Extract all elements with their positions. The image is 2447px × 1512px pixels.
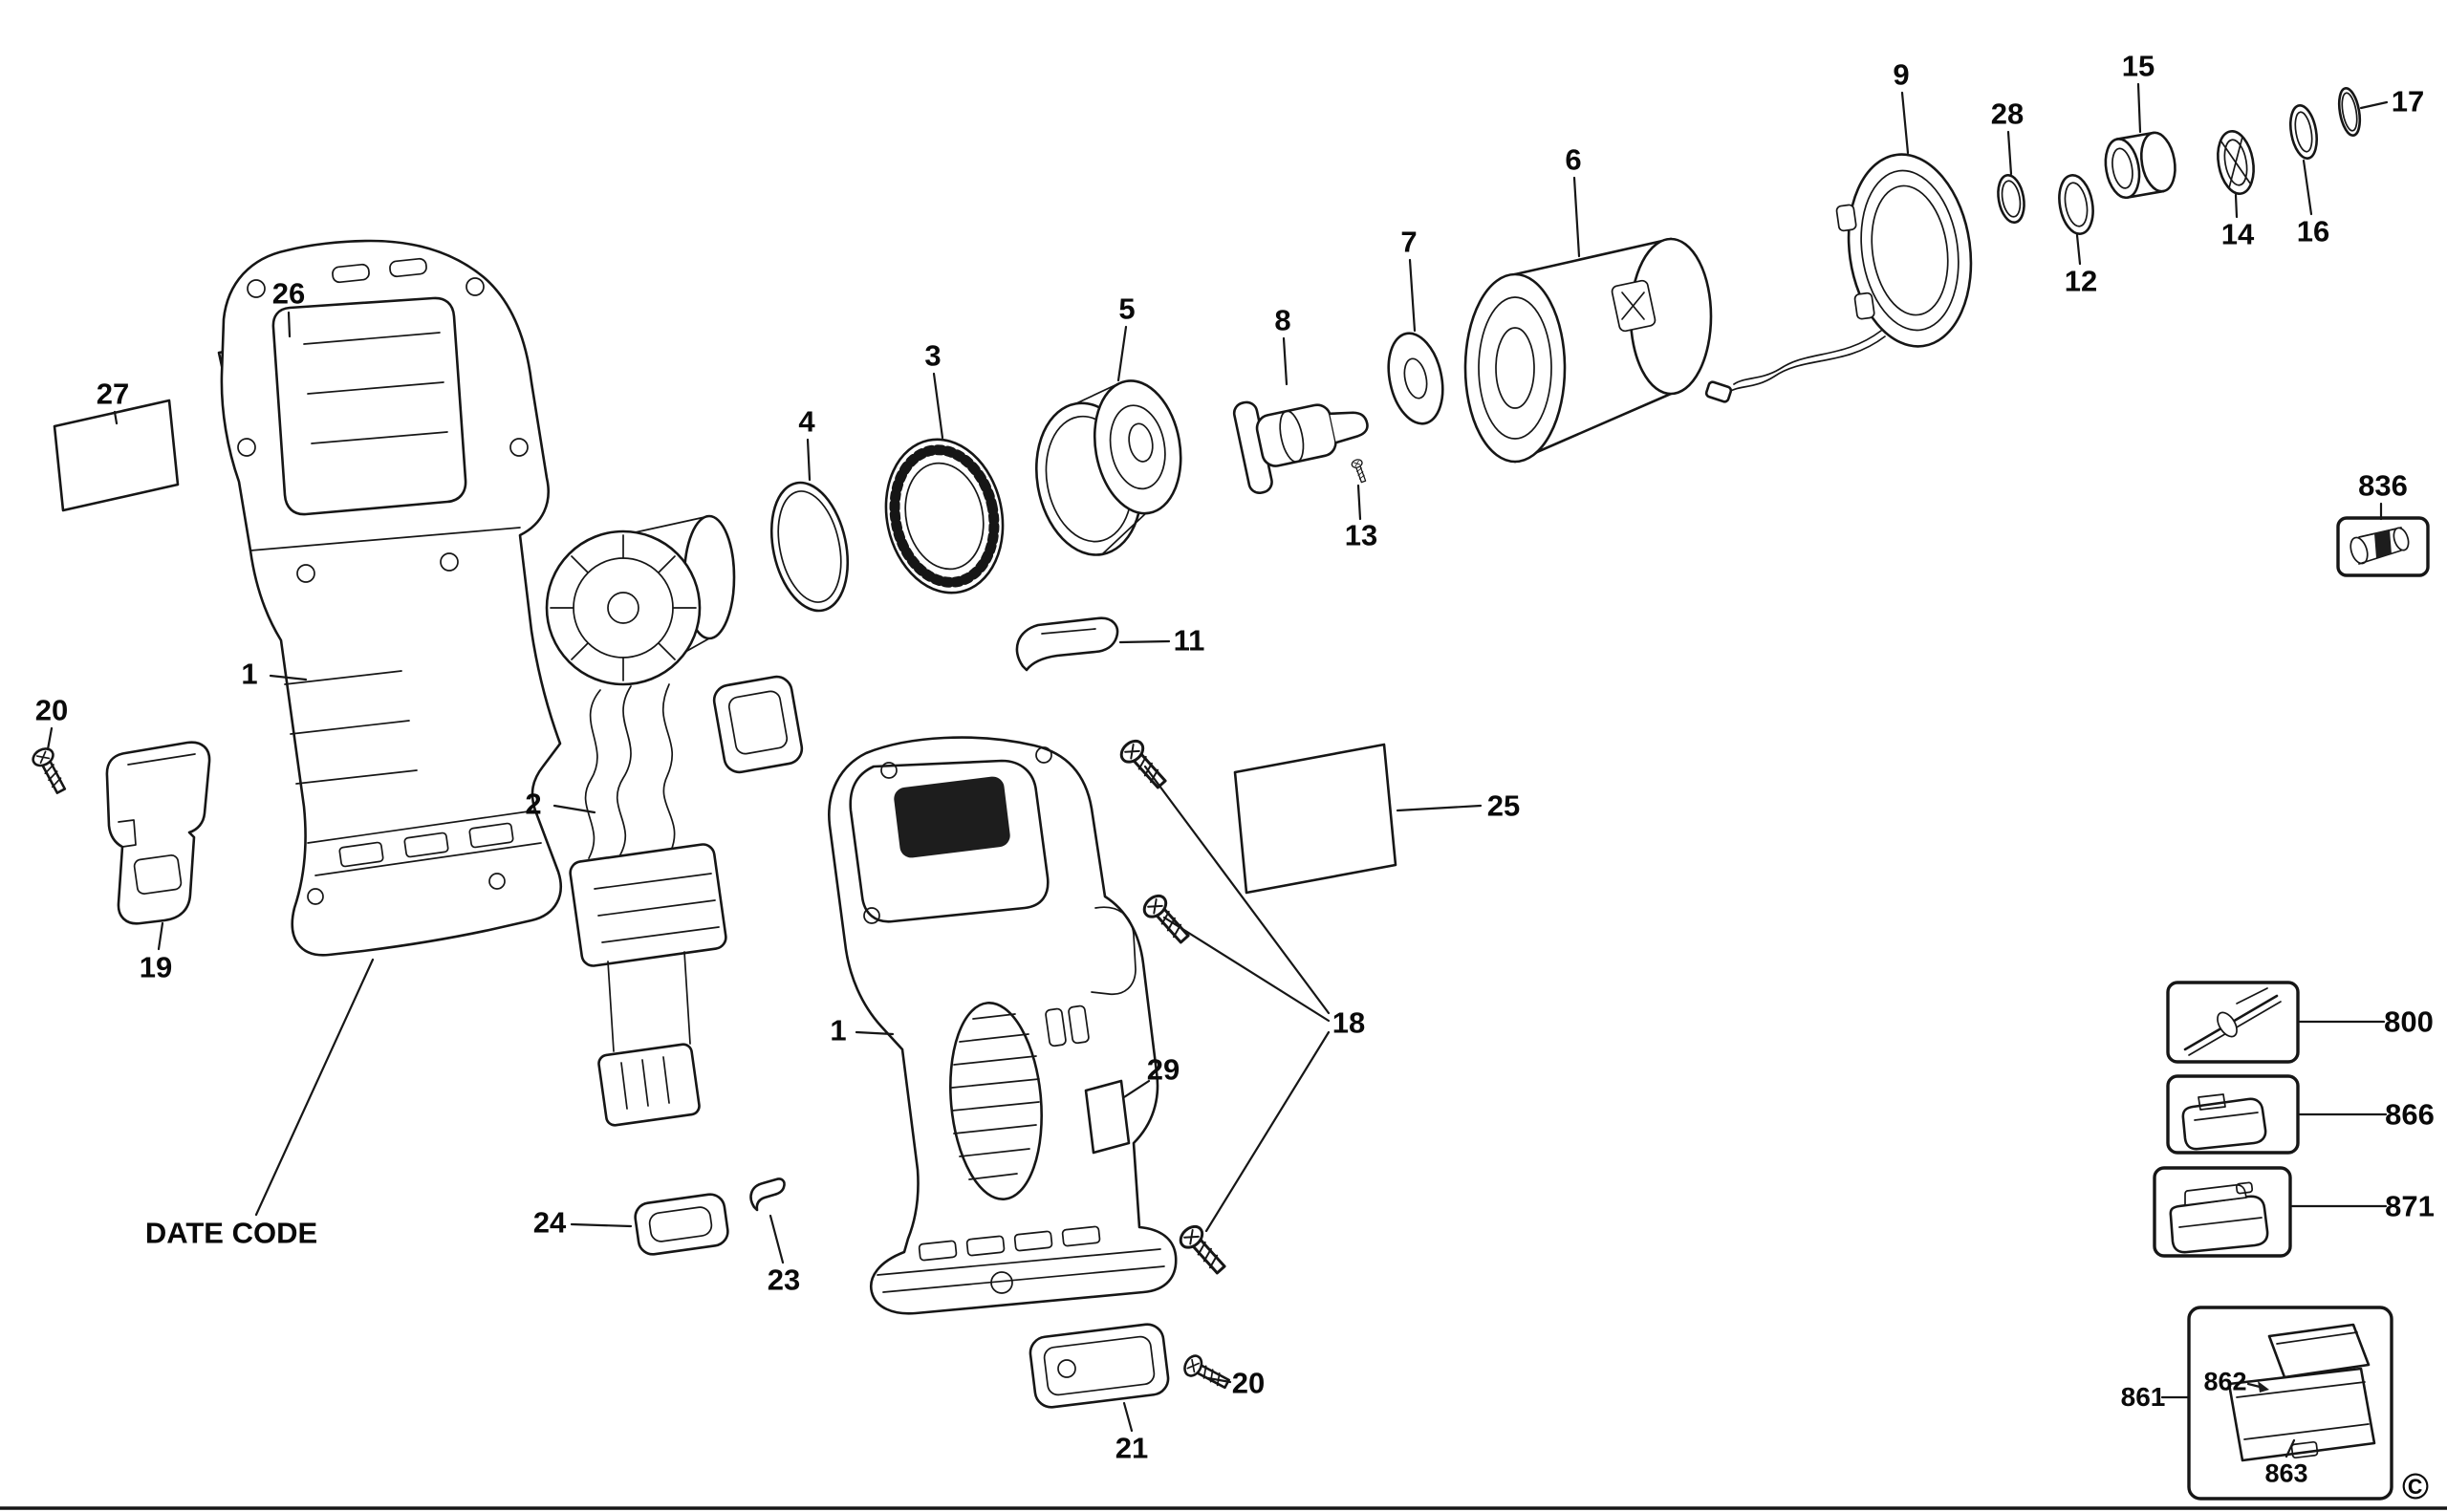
part-8-anvil [1232,400,1369,495]
part-15-collar [2104,131,2176,200]
part-16-ring [2289,104,2318,160]
leader-lines [46,82,2389,1458]
callout-800: 800 [2384,1004,2434,1039]
part-7-washer [1387,332,1444,425]
callout-2: 2 [525,787,542,821]
callout-25: 25 [1486,788,1521,823]
copyright-symbol: © [2402,1467,2429,1507]
accessory-800-box [2166,981,2300,1064]
callout-16: 16 [2296,214,2330,248]
callout-18: 18 [1332,1005,1366,1040]
part-3-ring-gear [884,438,1005,594]
callout-9: 9 [1893,57,1910,92]
callout-871: 871 [2385,1189,2435,1223]
part-1-left-housing [220,239,562,957]
callout-14: 14 [2220,217,2255,251]
part-28-o-ring [1997,173,2025,225]
callout-20-right: 20 [1231,1366,1266,1400]
callout-5: 5 [1118,292,1136,326]
callout-6: 6 [1565,142,1582,177]
callout-1-right: 1 [830,1013,847,1048]
part-24-button [634,1193,729,1256]
part-9-light-ring [1704,153,1973,403]
part-2-motor-assembly [545,514,804,1127]
part-1-right-housing [828,736,1178,1315]
callout-8: 8 [1274,303,1291,337]
callout-12: 12 [2064,264,2098,298]
part-836-kit [2336,516,2430,577]
callout-4: 4 [798,404,815,439]
callout-7: 7 [1400,225,1418,259]
callout-1-left: 1 [241,657,258,691]
callout-26: 26 [271,276,306,311]
callout-20-left: 20 [34,693,69,727]
date-code-label: DATE CODE [144,1216,318,1250]
callout-27: 27 [96,377,130,411]
callout-866: 866 [2385,1097,2435,1132]
callout-19: 19 [139,950,173,984]
callout-13: 13 [1344,518,1378,552]
part-19-belt-hook [105,741,211,925]
part-11-clip [1015,616,1119,672]
part-17-ring [2337,87,2362,137]
part-23-clip [749,1177,786,1212]
callout-863: 863 [2264,1458,2308,1488]
part-12-ring [2058,174,2094,235]
part-27-sticker [53,399,180,512]
part-14-ring [2217,130,2255,195]
part-4-o-ring [769,481,850,613]
part-29-sticker [1084,1079,1131,1155]
part-6-gear-case [1463,237,1713,464]
part-5-clutch-assembly [1034,379,1182,556]
accessory-871-box [2153,1166,2292,1258]
accessory-866-box [2166,1074,2300,1155]
callout-15: 15 [2121,49,2155,83]
accessory-861-kitbox [2187,1306,2393,1501]
callout-17: 17 [2391,84,2425,119]
part-21-mount-plate [1029,1323,1170,1409]
callout-836: 836 [2358,468,2408,503]
callout-3: 3 [924,338,942,373]
callout-24: 24 [532,1205,567,1240]
callout-21: 21 [1115,1431,1149,1465]
callout-862: 862 [2203,1367,2247,1396]
callout-11: 11 [1173,623,1205,658]
callout-29: 29 [1146,1052,1180,1087]
callout-23: 23 [767,1263,801,1297]
part-25-sticker [1233,743,1397,895]
callout-861: 861 [2120,1382,2166,1412]
callout-28: 28 [1990,97,2025,131]
